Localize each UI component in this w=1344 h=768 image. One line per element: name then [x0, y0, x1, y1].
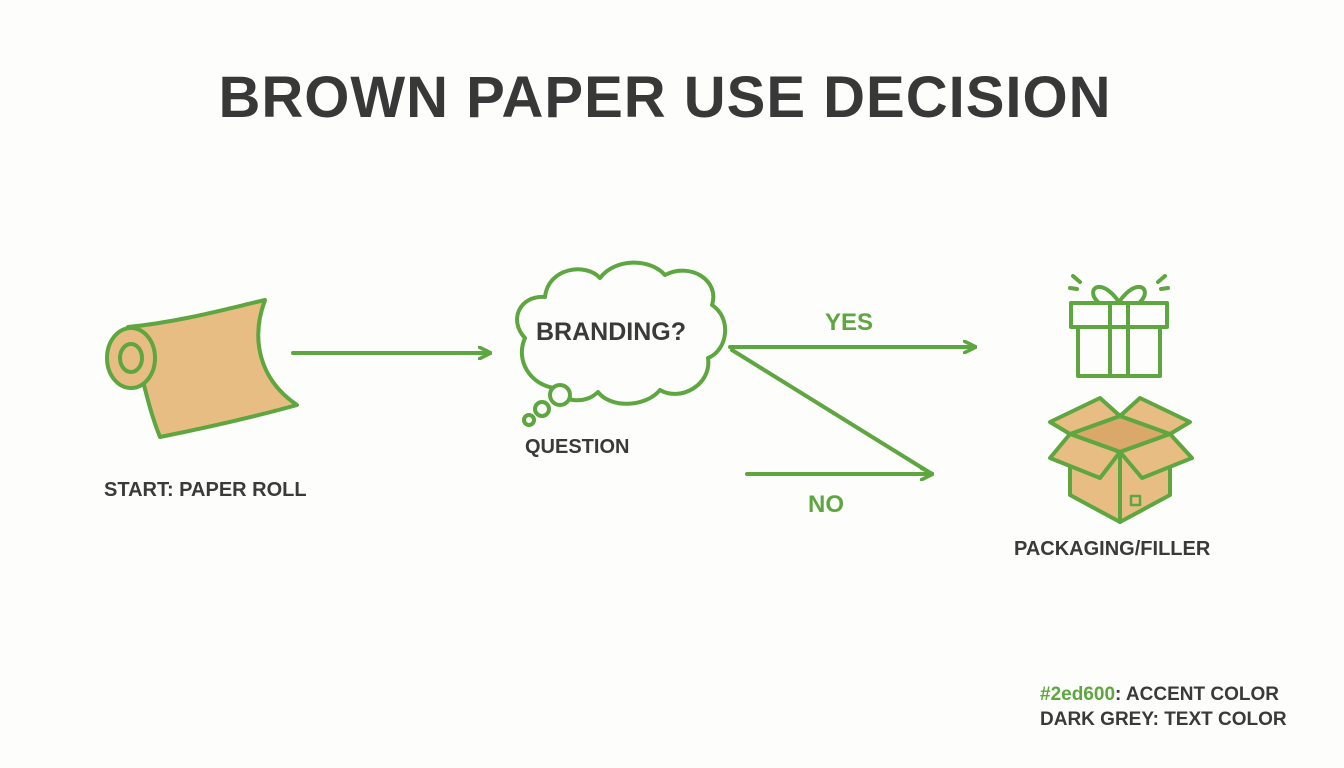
paper-roll-icon [105, 298, 299, 439]
diagram-title: BROWN PAPER USE DECISION [218, 65, 1112, 130]
color-legend: #2ed600: ACCENT COLOR DARK GREY: TEXT CO… [1040, 682, 1287, 732]
thought-bubble-icon [515, 260, 728, 427]
legend-accent-row: #2ed600: ACCENT COLOR [1040, 682, 1287, 707]
node-label-question: QUESTION [525, 436, 630, 458]
legend-accent-desc: : ACCENT COLOR [1115, 684, 1279, 705]
legend-text-row: DARK GREY: TEXT COLOR [1040, 709, 1287, 730]
edge-label-no: NO [808, 491, 844, 518]
legend-accent-key: #2ed600 [1040, 684, 1116, 705]
open-cardboard-box-icon [1048, 396, 1194, 524]
arrow-no-diagonal [730, 348, 934, 476]
bubble-text-branding: BRANDING? [536, 318, 686, 346]
gift-box-icon [1068, 274, 1170, 378]
node-label-outcome: PACKAGING/FILLER [1014, 538, 1211, 560]
node-label-start: START: PAPER ROLL [104, 479, 307, 501]
edge-label-yes: YES [825, 309, 874, 336]
